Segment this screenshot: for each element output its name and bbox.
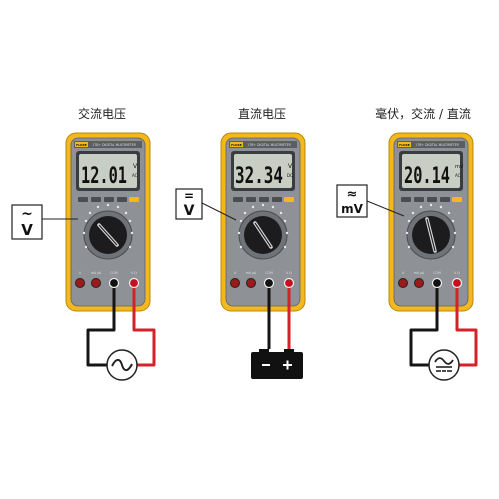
- lcd-reading: 20.14: [404, 164, 450, 189]
- button-4: [440, 197, 450, 202]
- probe-wires-2: [267, 288, 291, 349]
- black-probe-wire: [86, 288, 116, 367]
- ac-dc-source-icon: [428, 349, 460, 381]
- dial-pointer-core: [98, 224, 118, 246]
- battery-icon: [251, 349, 303, 379]
- lcd-sub-unit: DC: [287, 173, 293, 178]
- lcd-unit: V: [288, 163, 293, 170]
- button-5: [129, 197, 139, 202]
- lcd-screen: [402, 154, 460, 188]
- button-5: [452, 197, 462, 202]
- brand-strip: [229, 141, 297, 148]
- button-3: [104, 197, 114, 202]
- probe-wires-3: [409, 288, 478, 367]
- multimeter-2: FLUKE 17B+ DIGITAL MULTIMETER 32.34 V DC…: [220, 132, 306, 312]
- dial-pointer-core: [254, 222, 272, 248]
- button-3: [427, 197, 437, 202]
- button-4: [272, 197, 282, 202]
- button-2: [414, 197, 424, 202]
- brand-badge: [398, 142, 411, 147]
- jack-label-v: V Ω: [131, 271, 137, 275]
- jack-com: [431, 277, 443, 289]
- button-3: [259, 197, 269, 202]
- black-probe-wire: [409, 288, 439, 367]
- jack-v: [283, 277, 295, 289]
- red-probe-wire: [132, 288, 156, 367]
- jack-label-a: A: [402, 271, 405, 275]
- jack-label-com: COM: [110, 271, 118, 275]
- model-label: 17B+ DIGITAL MULTIMETER: [92, 143, 136, 147]
- jack-label-com: COM: [433, 271, 441, 275]
- jack-label-com: COM: [265, 271, 273, 275]
- brand-logo: FLUKE: [399, 143, 410, 147]
- jack-label-a: A: [234, 271, 237, 275]
- model-label: 17B+ DIGITAL MULTIMETER: [247, 143, 291, 147]
- mode-label-ac-volt: ~ V: [11, 204, 78, 240]
- brand-badge: [75, 142, 88, 147]
- jack-v: [128, 277, 140, 289]
- button-2: [246, 197, 256, 202]
- button-1: [233, 197, 243, 202]
- jack-label-ma: mA μA: [414, 271, 425, 275]
- brand-strip: [74, 141, 142, 148]
- lcd-unit: mV: [455, 164, 464, 170]
- jack-com: [108, 277, 120, 289]
- ac-source-icon: [106, 349, 138, 381]
- lcd-reading: 32.34: [235, 164, 283, 189]
- jack-v: [451, 277, 463, 289]
- multimeter-1: FLUKE 17B+ DIGITAL MULTIMETER 12.01 V AC…: [65, 132, 151, 312]
- jack-ma: [414, 278, 424, 288]
- jack-a: [75, 278, 85, 288]
- caption-millivolt: 毫伏，交流 / 直流: [375, 106, 471, 121]
- brand-strip: [397, 141, 465, 148]
- red-probe-wire: [455, 288, 478, 367]
- caption-dc-voltage: 直流电压: [238, 107, 286, 121]
- button-2: [91, 197, 101, 202]
- brand-badge: [230, 142, 243, 147]
- jack-label-v: V Ω: [454, 271, 460, 275]
- pointer-line: [201, 202, 237, 221]
- model-label: 17B+ DIGITAL MULTIMETER: [415, 143, 459, 147]
- volt-letter: V: [21, 221, 33, 239]
- jack-label-a: A: [79, 271, 82, 275]
- lcd-reading: 12.01: [81, 164, 127, 189]
- caption-ac-voltage: 交流电压: [78, 106, 126, 121]
- mode-label-millivolt: ≈ mV: [336, 184, 405, 218]
- jack-ma: [91, 278, 101, 288]
- multimeter-3: FLUKE 17B+ DIGITAL MULTIMETER 20.14 mV A…: [388, 132, 474, 312]
- button-1: [401, 197, 411, 202]
- jack-a: [398, 278, 408, 288]
- jack-label-v: V Ω: [286, 271, 292, 275]
- lcd-sub-unit: AC: [132, 173, 138, 178]
- jack-label-ma: mA μA: [246, 271, 257, 275]
- button-1: [78, 197, 88, 202]
- mode-label-dc-volt: = V: [175, 188, 237, 221]
- brand-logo: FLUKE: [231, 143, 242, 147]
- brand-logo: FLUKE: [76, 143, 87, 147]
- dc-bar-icon: =: [184, 189, 194, 203]
- dial-pointer-core: [426, 218, 436, 252]
- jack-label-ma: mA μA: [91, 271, 102, 275]
- lcd-sub-unit: AC: [455, 173, 461, 178]
- button-4: [117, 197, 127, 202]
- jack-com: [263, 277, 275, 289]
- ac-dc-wave-icon: ≈: [347, 187, 358, 202]
- lcd-unit: V: [133, 163, 138, 170]
- lcd-screen: [234, 154, 292, 188]
- probe-wires-1: [86, 288, 156, 367]
- volt-letter: V: [184, 203, 195, 219]
- jack-ma: [246, 278, 256, 288]
- pointer-line: [366, 200, 405, 217]
- button-5: [284, 197, 294, 202]
- lcd-screen: [79, 154, 137, 188]
- millivolt-letters: mV: [341, 202, 364, 216]
- ac-wave-icon: ~: [21, 206, 33, 222]
- jack-a: [230, 278, 240, 288]
